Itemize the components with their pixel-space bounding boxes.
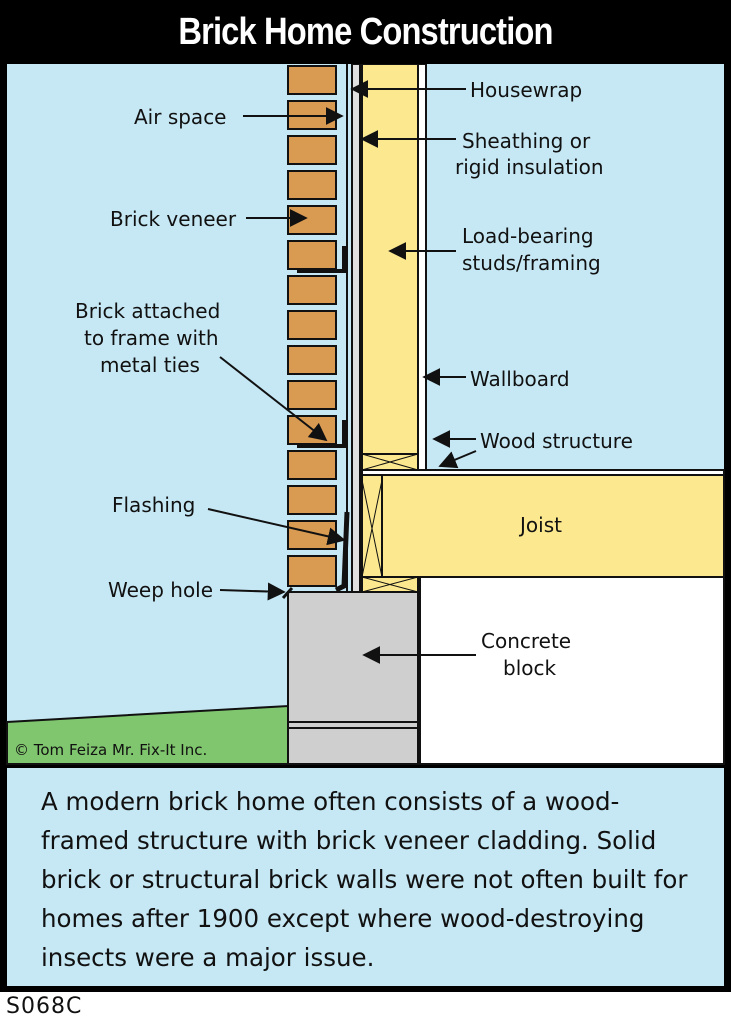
metal-tie-upper — [297, 246, 346, 273]
label-studs-line1: Load-bearing — [462, 224, 594, 248]
sheathing — [351, 64, 361, 593]
label-sheathing-line1: Sheathing or — [462, 129, 591, 153]
label-joist: Joist — [518, 513, 562, 537]
copyright-notice: © Tom Feiza Mr. Fix-It Inc. — [14, 741, 207, 759]
page-title: Brick Home Construction — [178, 11, 553, 53]
label-flashing: Flashing — [112, 493, 195, 517]
metal-tie-lower — [297, 420, 346, 448]
studs-framing — [361, 64, 419, 455]
label-housewrap: Housewrap — [470, 78, 582, 102]
label-concrete-line1: Concrete — [481, 629, 571, 653]
brick-veneer-wall — [287, 65, 337, 587]
label-sheathing-line2: rigid insulation — [455, 155, 604, 179]
figure-code: S068C — [6, 994, 83, 1019]
label-weep-hole: Weep hole — [108, 578, 213, 602]
flashing — [334, 511, 350, 593]
label-concrete-line2: block — [503, 656, 556, 680]
label-wood-structure: Wood structure — [480, 429, 633, 453]
caption: A modern brick home often consists of a … — [7, 768, 724, 986]
basement-interior — [419, 576, 725, 765]
label-ties-line3: metal ties — [100, 353, 200, 377]
wallboard — [417, 64, 427, 471]
label-studs-line2: studs/framing — [462, 251, 601, 275]
label-brick-veneer: Brick veneer — [110, 207, 237, 231]
label-wallboard: Wallboard — [470, 367, 570, 391]
wall-section-diagram: Housewrap Sheathing or rigid insulation … — [6, 64, 725, 765]
joist — [381, 474, 725, 578]
concrete-block — [287, 591, 419, 765]
label-ties-line2: to frame with — [84, 326, 219, 350]
label-air-space: Air space — [134, 105, 227, 129]
label-ties-line1: Brick attached — [75, 299, 220, 323]
